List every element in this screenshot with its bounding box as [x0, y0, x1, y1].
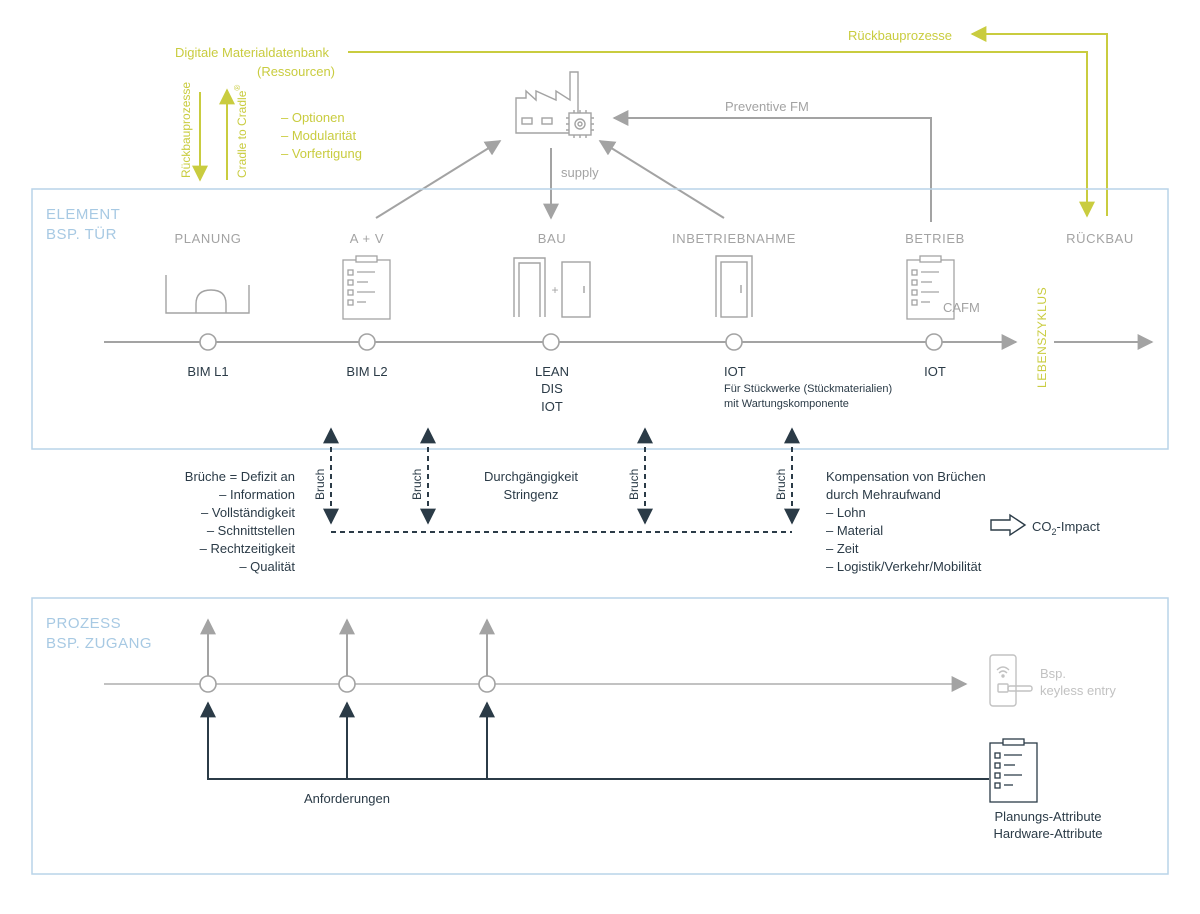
- phase-betrieb: BETRIEB: [905, 231, 965, 246]
- clipboard-icon-attribute: [989, 738, 1038, 803]
- option-2: – Modularität: [281, 128, 357, 143]
- label-iot-inbetrieb: IOT: [724, 364, 746, 379]
- label-iot-betrieb: IOT: [924, 364, 946, 379]
- element-title-line2: BSP. TÜR: [46, 225, 117, 243]
- preventive-fm-arrow: [612, 110, 932, 222]
- keyless-line-2: keyless entry: [1040, 683, 1116, 698]
- kompensation-line-4: – Material: [826, 523, 883, 538]
- bruch-label-1: Bruch: [313, 469, 327, 500]
- option-3: – Vorfertigung: [281, 146, 362, 161]
- material-db-line2: (Ressourcen): [257, 64, 335, 79]
- brueche-line-6: – Qualität: [239, 559, 295, 574]
- element-box: [31, 188, 1169, 450]
- kompensation-line-5: – Zeit: [826, 541, 859, 556]
- kompensation-line-6: – Logistik/Verkehr/Mobilität: [826, 559, 982, 574]
- material-db-label: Digitale Materialdatenbank (Ressourcen): [175, 45, 335, 79]
- prozess-title-line2: BSP. ZUGANG: [46, 635, 152, 652]
- durchgaengigkeit-line-2: Stringenz: [504, 487, 559, 502]
- prozess-node-1: [199, 675, 217, 693]
- phase-rueckbau: RÜCKBAU: [1066, 231, 1134, 246]
- keyless-line-1: Bsp.: [1040, 666, 1066, 681]
- element-title-line1: ELEMENT: [46, 206, 120, 223]
- milestone-planung: [199, 333, 217, 351]
- milestone-betrieb: [925, 333, 943, 351]
- milestone-bau: [542, 333, 560, 351]
- anforderungen-label: Anforderungen: [304, 791, 390, 806]
- brueche-line-3: – Vollständigkeit: [201, 505, 295, 520]
- brueche-list: Brüche = Defizit an – Information – Voll…: [185, 469, 296, 574]
- rueckbau-return-arrow: [970, 26, 1108, 216]
- brueche-line-2: – Information: [219, 487, 295, 502]
- clipboard-icon-betrieb: [906, 255, 955, 320]
- rueckbauprozesse-vertical-label: Rückbauprozesse: [179, 82, 193, 178]
- plus-sign: +: [551, 283, 558, 297]
- brueche-line-4: – Schnittstellen: [207, 523, 295, 538]
- kompensation-line-3: – Lohn: [826, 505, 866, 520]
- durchgaengigkeit-line-1: Durchgängigkeit: [484, 469, 578, 484]
- label-wartung: mit Wartungskomponente: [724, 398, 849, 410]
- milestone-av: [358, 333, 376, 351]
- inbetrieb-to-factory-arrow: [598, 140, 725, 219]
- milestone-inbetrieb: [725, 333, 743, 351]
- bruch-label-3: Bruch: [627, 469, 641, 500]
- label-lean: LEAN: [535, 364, 569, 379]
- factory-icon: [515, 71, 594, 138]
- av-to-factory-arrow: [375, 140, 502, 219]
- brueche-line-5: – Rechtzeitigkeit: [200, 541, 296, 556]
- label-iot-bau: IOT: [541, 399, 563, 414]
- brueche-line-1: Brüche = Defizit an: [185, 469, 295, 484]
- cafm-label: CAFM: [943, 300, 980, 315]
- rueckbauprozesse-top-label: Rückbauprozesse: [848, 28, 952, 43]
- phase-inbetriebnahme: INBETRIEBNAHME: [672, 231, 796, 246]
- option-1: – Optionen: [281, 110, 345, 125]
- label-bim-l2: BIM L2: [346, 364, 387, 379]
- prozess-node-3: [478, 675, 496, 693]
- prozess-box: [31, 597, 1169, 875]
- prozess-node-2: [338, 675, 356, 693]
- kompensation-line-2: durch Mehraufwand: [826, 487, 941, 502]
- attribute-line-2: Hardware-Attribute: [993, 826, 1102, 841]
- label-dis: DIS: [541, 381, 563, 396]
- preventive-fm-label: Preventive FM: [725, 99, 809, 114]
- clipboard-icon-av: [342, 255, 391, 320]
- keyless-lock-icon: [989, 654, 1033, 707]
- cradle-label: Cradle to Cradle®: [233, 85, 249, 178]
- door-icon: [715, 255, 753, 318]
- prozess-title-line1: PROZESS: [46, 615, 121, 632]
- lebenszyklus-label: LEBENSZYKLUS: [1035, 287, 1049, 388]
- phase-av: A + V: [350, 231, 384, 246]
- kompensation-line-1: Kompensation von Brüchen: [826, 469, 986, 484]
- kompensation-list: Kompensation von Brüchen durch Mehraufwa…: [826, 469, 986, 574]
- material-db-line1: Digitale Materialdatenbank: [175, 45, 329, 60]
- bruch-label-4: Bruch: [774, 469, 788, 500]
- material-db-to-rueckbau-arrow: [348, 51, 1095, 218]
- door-parts-icon: [513, 257, 591, 318]
- bruch-arrows: [323, 427, 800, 533]
- supply-label: supply: [561, 165, 599, 180]
- floor-plan-icon: [165, 275, 250, 314]
- phase-planung: PLANUNG: [174, 231, 241, 246]
- label-stueckwerke: Für Stückwerke (Stückmaterialien): [724, 383, 892, 395]
- bruch-label-2: Bruch: [410, 469, 424, 500]
- phase-bau: BAU: [538, 231, 567, 246]
- co2-impact-label: CO2-Impact: [1032, 519, 1100, 537]
- attribute-line-1: Planungs-Attribute: [995, 809, 1102, 824]
- label-bim-l1: BIM L1: [187, 364, 228, 379]
- co2-outline-arrow-icon: [990, 513, 1027, 537]
